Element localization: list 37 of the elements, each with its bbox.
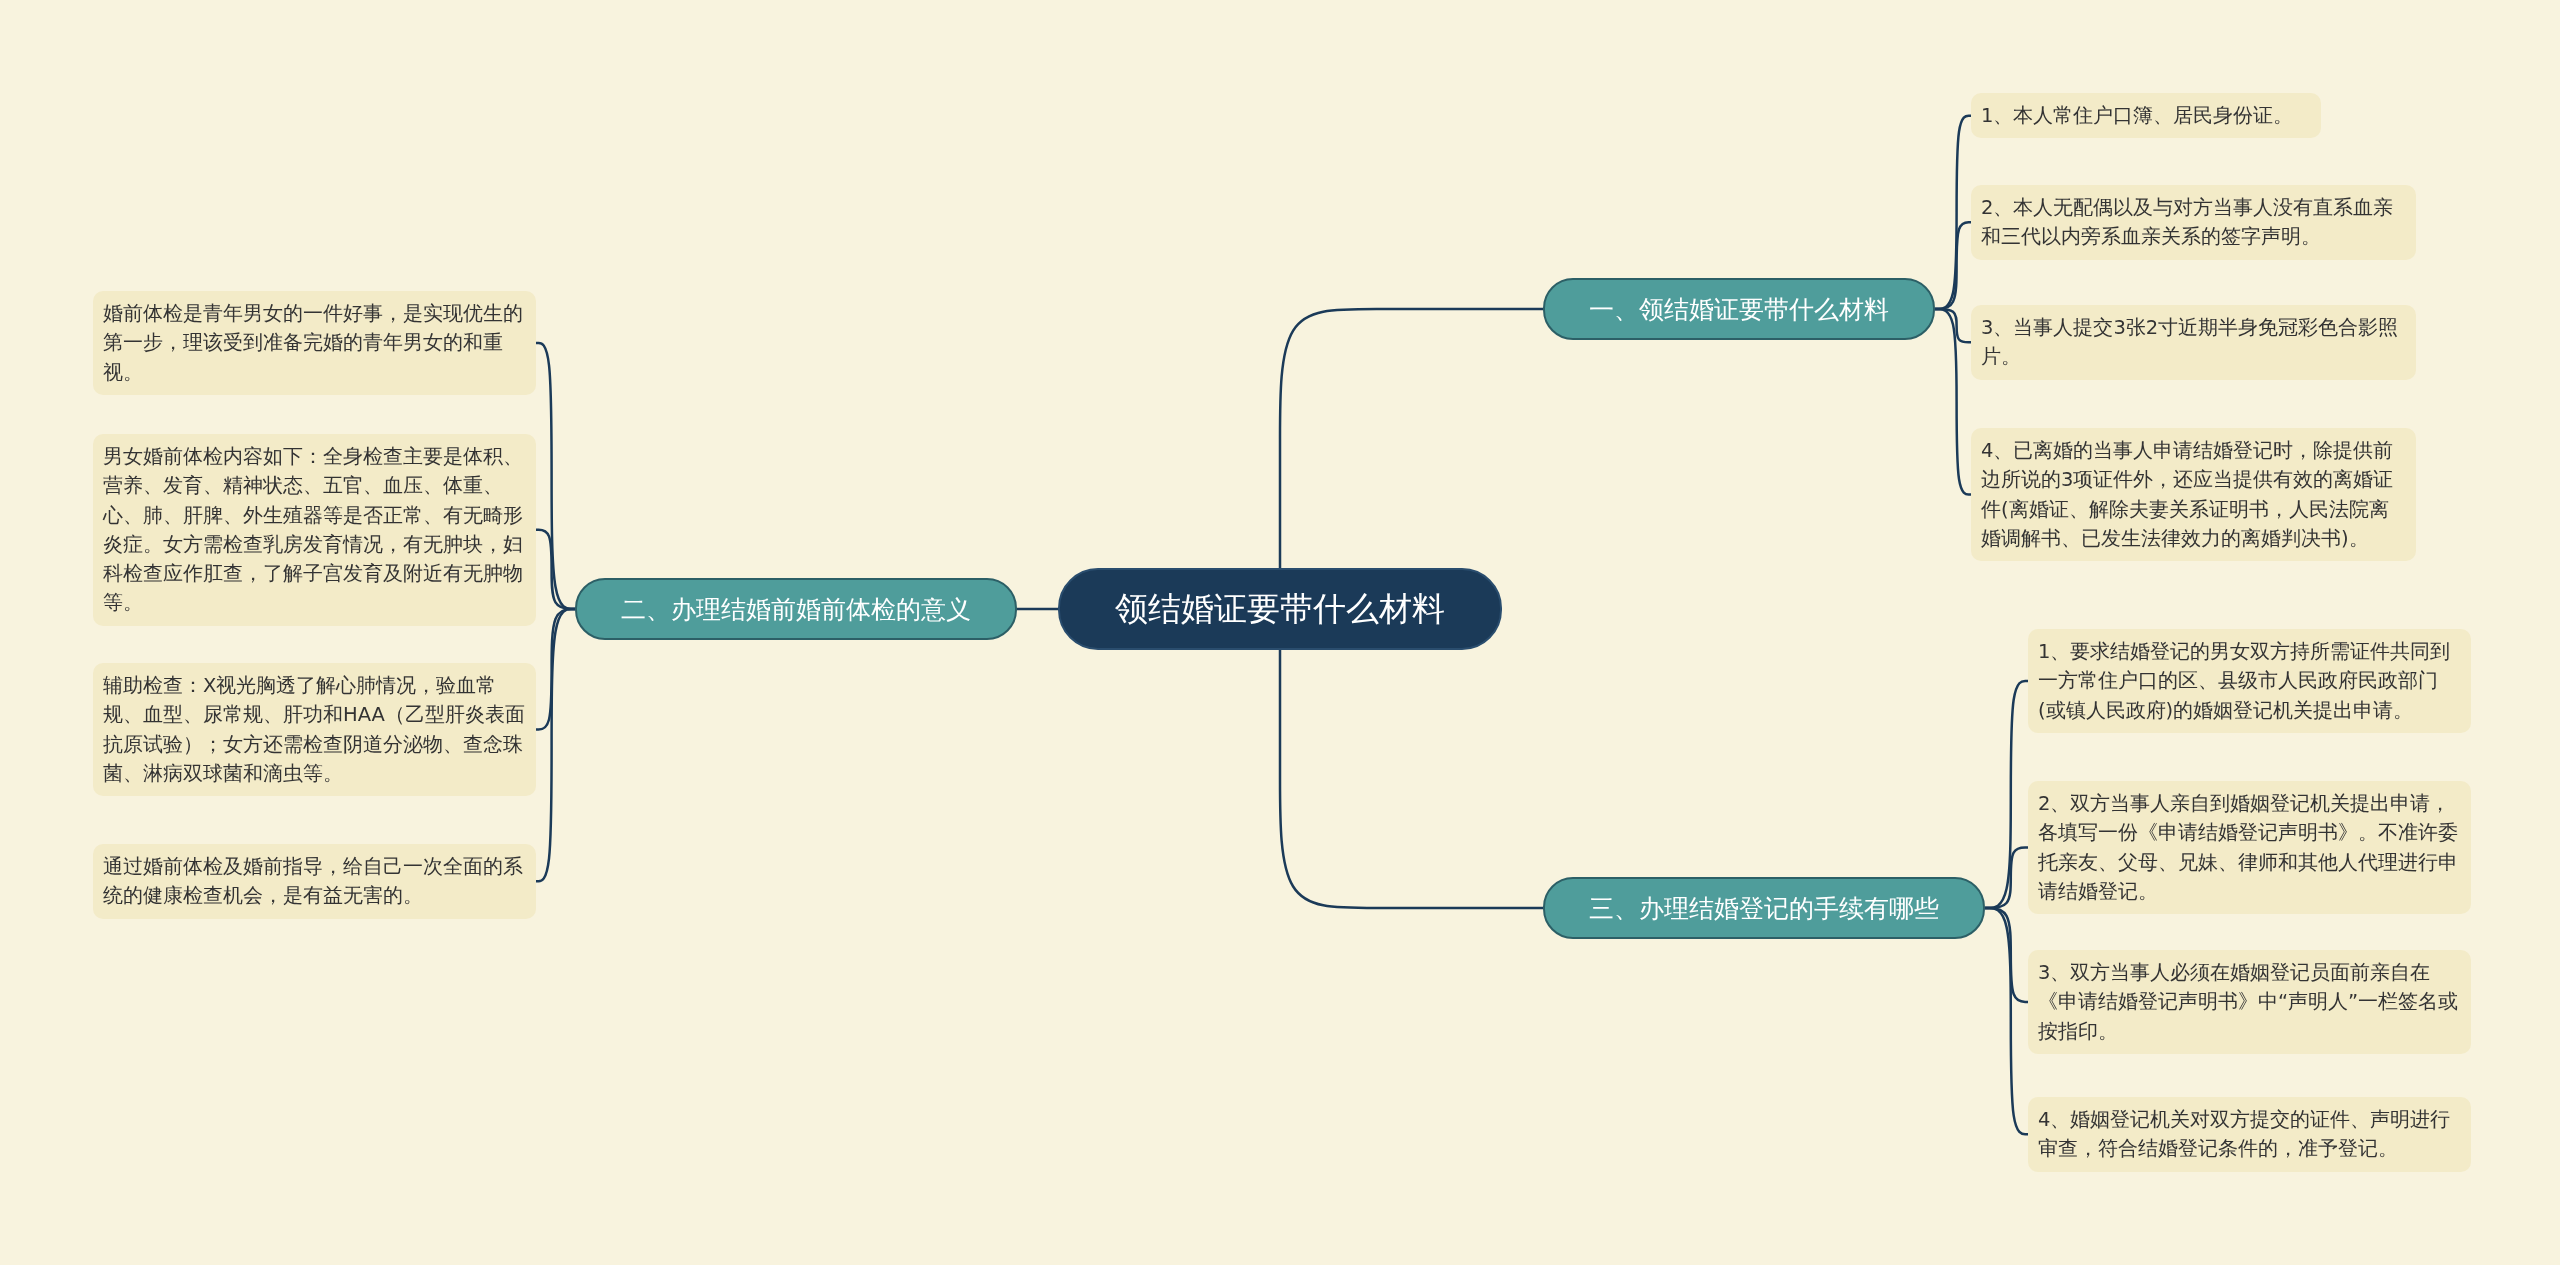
note-text: 3、双方当事人必须在婚姻登记员面前亲自在《申请结婚登记声明书》中“声明人”一栏签名或按指印。: [2038, 961, 2459, 1043]
note-text: 男女婚前体检内容如下：全身检查主要是体积、营养、发育、精神状态、五官、血压、体重、心、肺、肝脾、外生殖器等是否正常、有无畸形炎症。女方需检查乳房发育情况，有无肿块，妇科检查应作肛查，了解子宫发育及附近有无肿物等。: [103, 445, 523, 615]
connector-line: [1935, 307, 1971, 496]
connector-line: [1017, 607, 1058, 611]
note-card: [93, 663, 536, 796]
note-text: 1、要求结婚登记的男女双方持所需证件共同到一方常住户口的区、县级市人民政府民政部门(或镇人民政府)的婚姻登记机关提出申请。: [2038, 640, 2451, 722]
note-text: 3、当事人提交3张2寸近期半身免冠彩色合影照片。: [1981, 316, 2399, 369]
note-text: 1、本人常住户口簿、居民身份证。: [1981, 104, 2294, 127]
branch-topic: [1543, 278, 1935, 340]
note-card: [93, 434, 536, 626]
note-card: [2028, 781, 2471, 914]
note-card: [93, 291, 536, 395]
branch-topic: [1543, 877, 1985, 939]
note-text: 2、双方当事人亲自到婚姻登记机关提出申请，各填写一份《申请结婚登记声明书》。不准许委托亲友、父母、兄妹、律师和其他人代理进行申请结婚登记。: [2038, 792, 2458, 903]
note-text: 通过婚前体检及婚前指导，给自己一次全面的系统的健康检查机会，是有益无害的。: [103, 855, 523, 908]
connector-line: [1278, 307, 1543, 568]
connector-line: [1278, 650, 1543, 910]
note-card: [1971, 428, 2416, 561]
connector-line: [1985, 906, 2028, 1136]
connector-line: [536, 607, 575, 883]
branch-title: 三、办理结婚登记的手续有哪些: [1589, 892, 1939, 925]
topic-title: 领结婚证要带什么材料: [1115, 587, 1445, 630]
note-text: 4、婚姻登记机关对双方提交的证件、声明进行审查，符合结婚登记条件的，准予登记。: [2038, 1108, 2451, 1161]
note-card: [1971, 185, 2416, 260]
branch-title: 一、领结婚证要带什么材料: [1589, 293, 1889, 326]
branch-title: 二、办理结婚前婚前体检的意义: [621, 593, 971, 626]
note-card: [2028, 950, 2471, 1054]
branch-topic: [575, 578, 1017, 640]
note-text: 2、本人无配偶以及与对方当事人没有直系血亲和三代以内旁系血亲关系的签字声明。: [1981, 196, 2394, 249]
note-card: [1971, 305, 2416, 380]
note-text: 辅助检查：X视光胸透了解心肺情况，验血常规、血型、尿常规、肝功和HAA（乙型肝炎表面抗原试验）；女方还需检查阴道分泌物、查念珠菌、淋病双球菌和滴虫等。: [103, 674, 525, 785]
note-card: [1971, 93, 2321, 139]
note-card: [2028, 1097, 2471, 1172]
note-card: [2028, 629, 2471, 733]
note-card: [93, 844, 536, 919]
note-text: 4、已离婚的当事人申请结婚登记时，除提供前边所说的3项证件外，还应当提供有效的离婚证件(离婚证、解除夫妻关系证明书，人民法院离婚调解书、已发生法律效力的离婚判决书)。: [1981, 439, 2394, 550]
note-text: 婚前体检是青年男女的一件好事，是实现优生的第一步，理该受到准备完婚的青年男女的和重视。: [103, 302, 523, 384]
